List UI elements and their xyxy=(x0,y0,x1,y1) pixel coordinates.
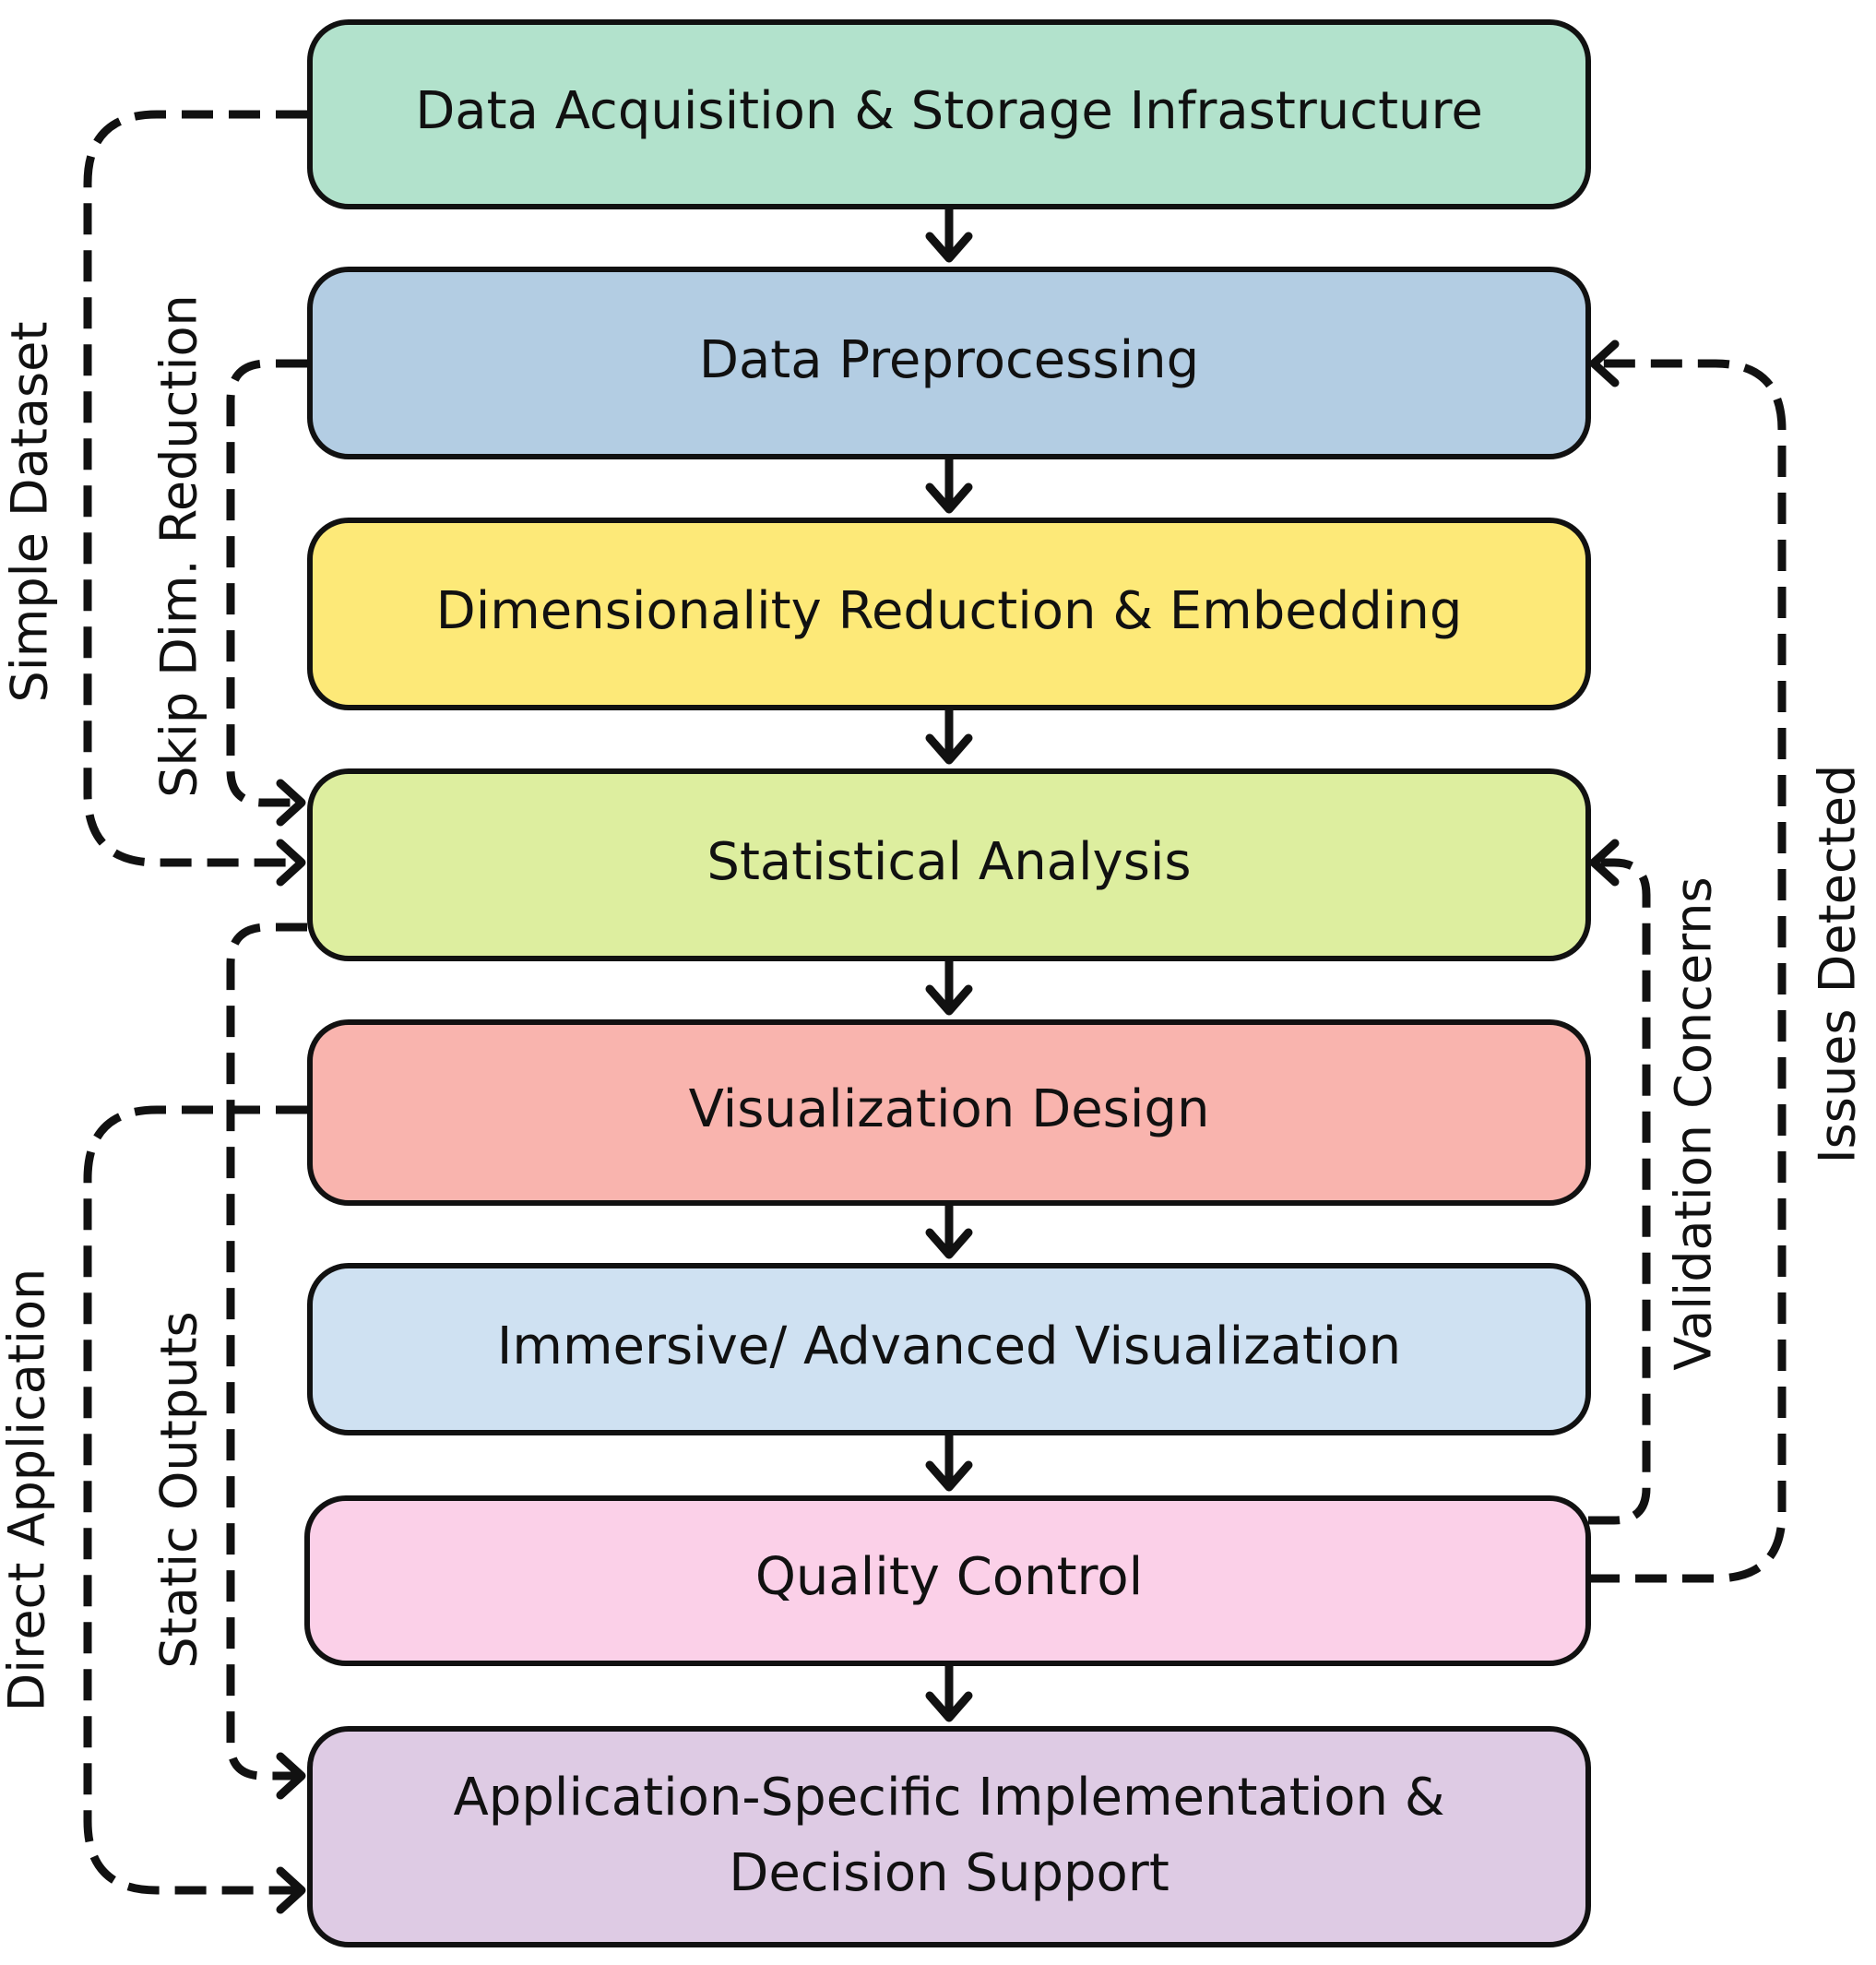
label-validation-concerns: Validation Concerns xyxy=(1665,876,1723,1370)
box-quality-control-bg xyxy=(304,1495,1591,1666)
box-data-acquisition: Data Acquisition & Storage Infrastructur… xyxy=(307,19,1591,209)
arrow-preprocessing-to-dimred xyxy=(925,457,973,514)
label-direct-application: Direct Application xyxy=(0,1268,56,1712)
box-immersive-visualization: Immersive/ Advanced Visualization xyxy=(307,1263,1591,1435)
box-data-preprocessing-label: Data Preprocessing xyxy=(699,330,1199,390)
box-application-support-bg xyxy=(307,1726,1591,1947)
direct-application-path xyxy=(83,1105,307,1914)
box-application-support-label-line2: Decision Support xyxy=(729,1843,1170,1903)
box-data-preprocessing: Data Preprocessing xyxy=(307,267,1591,459)
box-statistical-analysis-bg xyxy=(307,768,1591,961)
box-visualization-design-bg xyxy=(307,1019,1591,1206)
label-skip-dim-reduction: Skip Dim. Reduction xyxy=(150,294,208,797)
box-visualization-design: Visualization Design xyxy=(307,1019,1591,1206)
box-immersive-visualization-bg xyxy=(307,1263,1591,1435)
box-application-support: Application-Specific Implementation & De… xyxy=(307,1726,1591,1947)
box-quality-control-label: Quality Control xyxy=(755,1547,1143,1607)
label-static-outputs: Static Outputs xyxy=(150,1311,208,1668)
arrow-dimred-to-statistical xyxy=(925,708,973,765)
arrow-acquisition-to-preprocessing xyxy=(925,207,973,263)
box-dimensionality-reduction: Dimensionality Reduction & Embedding xyxy=(307,518,1591,710)
main-flow-arrows xyxy=(925,207,973,1722)
box-data-acquisition-bg xyxy=(307,19,1591,209)
box-statistical-analysis-label: Statistical Analysis xyxy=(706,832,1191,892)
skip-dim-reduction-path xyxy=(226,359,307,827)
simple-dataset-path xyxy=(83,110,307,887)
box-data-preprocessing-bg xyxy=(307,267,1591,459)
box-data-acquisition-label: Data Acquisition & Storage Infrastructur… xyxy=(415,81,1483,141)
label-simple-dataset: Simple Dataset xyxy=(1,321,59,702)
arrow-immersive-to-quality xyxy=(925,1433,973,1492)
box-visualization-design-label: Visualization Design xyxy=(689,1079,1210,1139)
arrow-visualization-to-immersive xyxy=(925,1203,973,1259)
box-application-support-label-line1: Application-Specific Implementation & xyxy=(454,1768,1445,1828)
arrow-quality-to-application xyxy=(925,1663,973,1722)
box-quality-control: Quality Control xyxy=(304,1495,1591,1666)
arrow-statistical-to-visualization xyxy=(925,959,973,1016)
validation-concerns-path xyxy=(1588,839,1651,1525)
box-dimensionality-reduction-label: Dimensionality Reduction & Embedding xyxy=(436,581,1463,641)
box-statistical-analysis: Statistical Analysis xyxy=(307,768,1591,961)
label-issues-detected: Issues Detected xyxy=(1809,765,1867,1164)
issues-detected-path xyxy=(1588,339,1787,1583)
box-dimensionality-reduction-bg xyxy=(307,518,1591,710)
box-immersive-visualization-label: Immersive/ Advanced Visualization xyxy=(497,1316,1401,1376)
static-outputs-path xyxy=(226,923,307,1800)
